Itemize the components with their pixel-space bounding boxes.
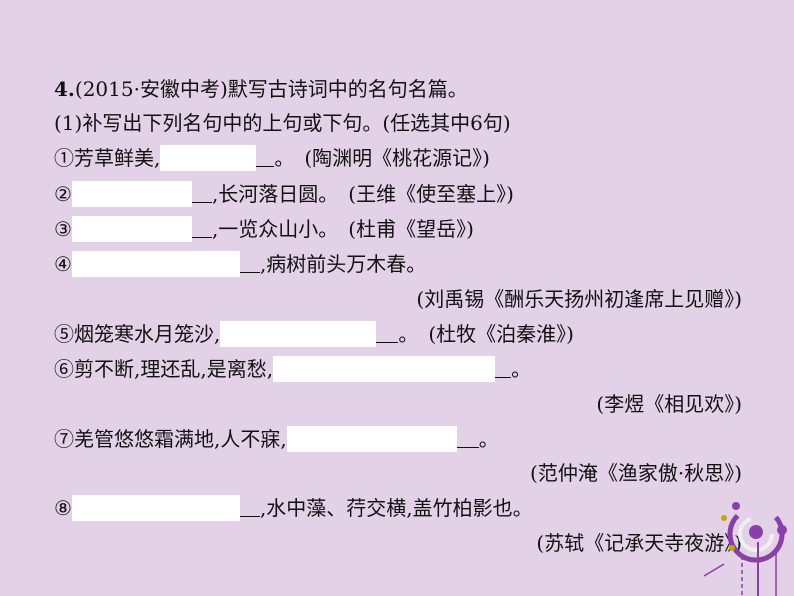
answer-blank-8[interactable]	[71, 495, 240, 521]
item-2: ② ,长河落日圆。 (王维《使至塞上》)	[54, 177, 514, 211]
underline	[191, 184, 212, 203]
item-after: 。	[274, 146, 295, 170]
item-marker: ⑦	[54, 427, 74, 451]
answer-blank-2[interactable]	[71, 181, 192, 207]
underline	[191, 219, 212, 238]
underline	[495, 359, 512, 378]
item-marker: ①	[54, 146, 74, 170]
underline	[456, 429, 479, 448]
question-title: (2015·安徽中考)默写古诗词中的名句名篇。	[74, 77, 468, 101]
decorative-swirl-icon	[703, 502, 787, 596]
answer-blank-6[interactable]	[273, 356, 496, 382]
answer-blank-1[interactable]	[160, 145, 257, 171]
item-marker: ②	[54, 182, 72, 206]
item-6-source: (李煜《相见欢》)	[596, 392, 742, 416]
item-after: 。	[398, 322, 419, 346]
item-4: ④ ,病树前头万木春。	[54, 247, 426, 281]
item-source: (杜甫《望岳》)	[348, 217, 474, 241]
item-after: ,长河落日圆。	[211, 182, 339, 206]
answer-blank-3[interactable]	[71, 216, 192, 242]
item-marker: ⑥	[54, 357, 74, 381]
item-1: ①芳草鲜美, 。 (陶渊明《桃花源记》)	[54, 141, 490, 175]
item-7: ⑦羌管悠悠霜满地,人不寐, 。	[54, 422, 499, 456]
item-before: 羌管悠悠霜满地,人不寐,	[74, 427, 287, 451]
underline	[256, 148, 275, 167]
item-before: 烟笼寒水月笼沙,	[74, 322, 221, 346]
question-subtitle: (1)补写出下列名句中的上句或下句。(任选其中6句)	[54, 111, 511, 135]
item-5: ⑤烟笼寒水月笼沙, 。 (杜牧《泊秦淮》)	[54, 317, 574, 351]
item-8-source: (苏轼《记承天寺夜游》)	[536, 531, 742, 555]
underline	[239, 254, 260, 273]
underline	[376, 324, 399, 343]
item-marker: ⑤	[54, 322, 74, 346]
item-after: ,一览众山小。	[211, 217, 339, 241]
underline	[239, 498, 260, 517]
item-after: 。	[478, 427, 499, 451]
answer-blank-4[interactable]	[71, 251, 240, 277]
item-source: (杜牧《泊秦淮》)	[428, 322, 574, 346]
item-marker: ⑧	[54, 496, 72, 520]
item-before: 芳草鲜美,	[74, 146, 161, 170]
item-4-source: (刘禹锡《酬乐天扬州初逢席上见赠》)	[416, 287, 742, 311]
item-7-source: (范仲淹《渔家傲·秋思》)	[530, 461, 742, 485]
item-3: ③ ,一览众山小。 (杜甫《望岳》)	[54, 212, 474, 246]
item-source: (陶渊明《桃花源记》)	[304, 146, 490, 170]
item-after: 。	[511, 357, 532, 381]
question-heading: 4.(2015·安徽中考)默写古诗词中的名句名篇。	[54, 72, 468, 106]
question-number: 4.	[54, 77, 75, 101]
item-after: ,水中藻、荇交横,盖竹柏影也。	[259, 496, 533, 520]
item-marker: ④	[54, 252, 72, 276]
item-8: ⑧ ,水中藻、荇交横,盖竹柏影也。	[54, 491, 533, 525]
item-marker: ③	[54, 217, 72, 241]
answer-blank-7[interactable]	[286, 426, 457, 452]
item-6: ⑥剪不断,理还乱,是离愁, 。	[54, 352, 531, 386]
item-source: (王维《使至塞上》)	[348, 182, 514, 206]
item-before: 剪不断,理还乱,是离愁,	[74, 357, 274, 381]
answer-blank-5[interactable]	[220, 321, 377, 347]
item-after: ,病树前头万木春。	[259, 252, 427, 276]
